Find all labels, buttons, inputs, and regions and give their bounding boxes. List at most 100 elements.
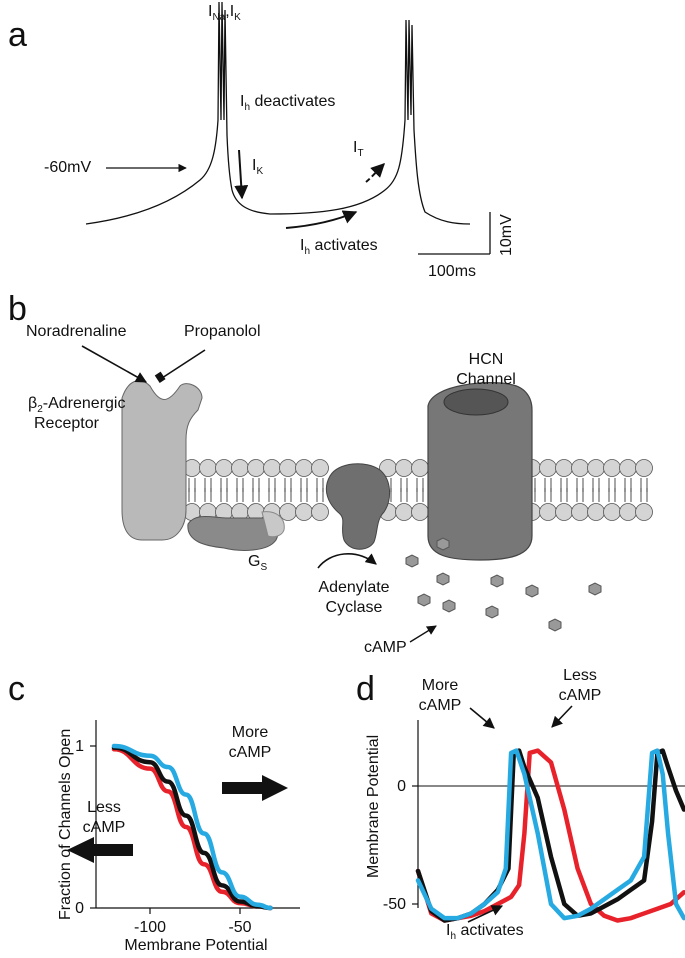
propanolol-label: Propanolol: [184, 323, 261, 340]
d-ih-text: activates: [456, 922, 524, 939]
camp-arrow: [409, 625, 437, 643]
lipid-lower: [295, 487, 313, 521]
receptor-label-line2: Receptor: [34, 415, 100, 432]
c-more-line2: cAMP: [229, 744, 272, 761]
ac-label-line1: Adenylate: [318, 579, 389, 596]
lipid-upper: [395, 459, 413, 493]
propanolol-inhibition-line: [161, 349, 206, 379]
receptor-line1: -Adrenergic: [43, 395, 126, 412]
camp-molecule: [485, 605, 499, 619]
c-curve: [111, 743, 273, 911]
ih-deact-sub: h: [244, 102, 250, 113]
lipid-upper: [411, 459, 429, 493]
panel-a-letter: a: [8, 16, 27, 54]
camp-molecule: [442, 599, 456, 613]
gs-g: G: [248, 553, 260, 570]
d-curve: [415, 748, 685, 921]
peak-current-label: INa,IK: [208, 3, 241, 23]
scale-voltage-label: 10mV: [498, 214, 515, 256]
lipid-lower: [411, 487, 429, 521]
ih-act-text: activates: [310, 237, 378, 254]
panel-a: a INa,IK Ih deactivates -60mV IK IT Ih a…: [8, 1, 515, 280]
lipid-lower: [199, 487, 217, 521]
peak-na-i: I: [208, 3, 212, 20]
panel-b-letter: b: [8, 290, 27, 328]
noradrenaline-arrow: [81, 345, 147, 383]
ih-activates-arrow: [285, 210, 358, 229]
ih-deactivates-label: Ih deactivates: [240, 93, 335, 113]
c-curves: [111, 743, 273, 911]
lipid-lower: [311, 487, 329, 521]
ih-act-sub: h: [304, 246, 310, 257]
ih-deact-text: deactivates: [250, 93, 335, 110]
hcn-label-line2: Channel: [456, 371, 516, 388]
gs-protein: [187, 516, 279, 551]
lipid-upper: [295, 459, 313, 493]
d-curves: [415, 748, 685, 923]
propanolol-inhibition-bar: [154, 371, 166, 383]
c-ytick-label: 0: [75, 900, 84, 917]
d-ytick-label: 0: [397, 778, 406, 795]
resting-potential-label: -60mV: [44, 159, 91, 176]
camp-molecule: [588, 582, 602, 596]
c-more-arrow: [222, 775, 288, 801]
c-ytick-label: 1: [75, 738, 84, 755]
peak-na-sub: Na: [212, 12, 225, 23]
lipid-upper: [247, 459, 265, 493]
camp-molecule: [490, 574, 504, 588]
d-ih-label: Ih activates: [446, 922, 524, 942]
lipid-lower: [555, 487, 573, 521]
d-more-line2: cAMP: [419, 697, 462, 714]
lipid-upper: [231, 459, 249, 493]
camp-molecule: [405, 554, 419, 568]
hcn-pore: [443, 388, 509, 416]
c-xlabel: Membrane Potential: [124, 937, 267, 954]
camp-molecule: [436, 572, 450, 586]
lipid-lower: [215, 487, 233, 521]
lipid-lower: [279, 487, 297, 521]
d-less-line2: cAMP: [559, 687, 602, 704]
ih-activates-label: Ih activates: [300, 237, 378, 257]
adenylate-cyclase: [325, 463, 390, 550]
gs-label: GS: [248, 553, 267, 573]
d-ytick-label: -50: [383, 896, 406, 913]
d-ih-arrow: [467, 905, 504, 923]
lipid-upper: [539, 459, 557, 493]
ik-i: I: [252, 157, 256, 174]
lipid-lower: [231, 487, 249, 521]
c-less-line2: cAMP: [83, 819, 126, 836]
lipid-lower: [571, 487, 589, 521]
lipid-upper: [279, 459, 297, 493]
lipid-upper: [635, 459, 653, 493]
receptor-beta: β: [28, 395, 37, 412]
lipid-lower: [587, 487, 605, 521]
action-potential-trace: [85, 1, 471, 225]
d-ih-sub: h: [450, 931, 456, 942]
receptor-label-line1: β2-Adrenergic: [28, 395, 125, 415]
it-sub: T: [357, 148, 363, 159]
gs-subunit: [261, 511, 285, 538]
ik-sub: K: [256, 166, 263, 177]
lipid-upper: [619, 459, 637, 493]
peak-sep: ,I: [225, 3, 234, 20]
lipid-upper: [215, 459, 233, 493]
gs-s: S: [260, 562, 267, 573]
lipid-lower: [247, 487, 265, 521]
camp-molecule: [417, 593, 431, 607]
camp-molecule: [548, 618, 562, 632]
c-ylabel: Fraction of Channels Open: [57, 729, 74, 920]
lipid-lower: [635, 487, 653, 521]
c-less-arrow: [67, 837, 133, 863]
d-ylabel: Membrane Potential: [365, 735, 382, 878]
lipid-lower: [539, 487, 557, 521]
lipid-upper: [199, 459, 217, 493]
lipid-membrane: [167, 459, 653, 521]
ik-label: IK: [252, 157, 263, 177]
lipid-lower: [603, 487, 621, 521]
c-more-line1: More: [232, 724, 269, 741]
lipid-upper: [263, 459, 281, 493]
lipid-lower: [395, 487, 413, 521]
ih-deact-i: I: [240, 93, 244, 110]
